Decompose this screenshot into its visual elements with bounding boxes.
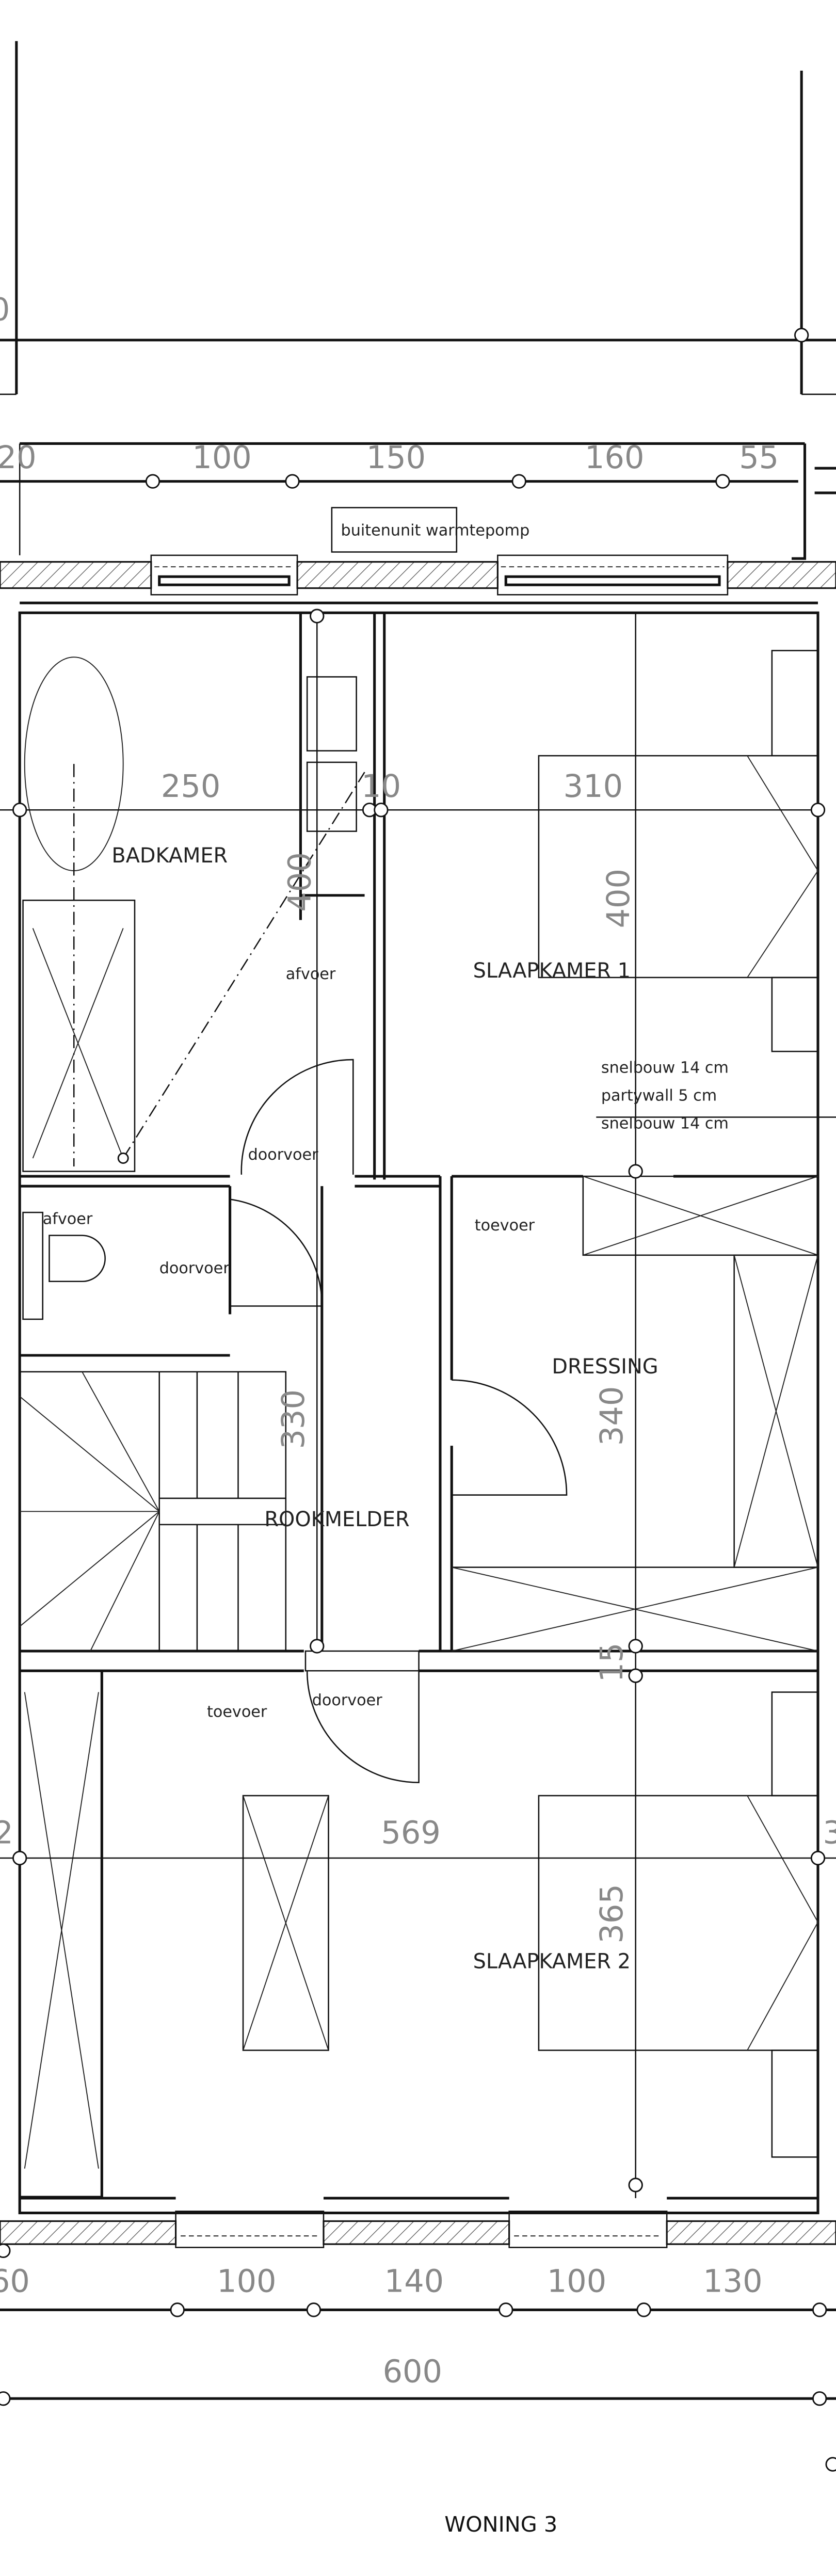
note-doorvoer-1: doorvoer <box>248 1146 319 1164</box>
note-doorvoer-2: doorvoer <box>159 1259 230 1277</box>
room-slaapkamer-2: SLAAPKAMER 2 <box>473 1949 631 1973</box>
dim-wall-10: 10 <box>361 769 401 805</box>
dim-bath-height: 400 <box>282 852 318 911</box>
dim-row2-right: 3 <box>823 1815 836 1851</box>
dim-bed2-width: 569 <box>381 1815 440 1851</box>
bed-slaapkamer-1 <box>538 650 819 1052</box>
dim-bottom-2: 100 <box>217 2263 276 2299</box>
interior-dimension-lines <box>0 609 836 2198</box>
note-wall-3: snelbouw 14 cm <box>601 1115 729 1133</box>
bathroom-fixtures <box>22 657 365 1320</box>
facade-wall-rear <box>0 554 836 596</box>
dim-top-1: 20 <box>0 440 37 476</box>
note-toevoer-2: toevoer <box>207 1703 267 1721</box>
dim-bottom-5: 130 <box>703 2263 762 2299</box>
dim-bed1-height: 400 <box>601 869 637 928</box>
dim-top-3: 150 <box>366 440 426 476</box>
note-afvoer-2: afvoer <box>43 1210 93 1228</box>
room-rookmelder: ROOKMELDER <box>264 1508 409 1531</box>
dim-top-4: 160 <box>585 440 644 476</box>
top-dimension-chain: 20 100 150 160 55 0 <box>0 292 836 560</box>
note-wall-2: partywall 5 cm <box>601 1087 717 1105</box>
dim-stair-height: 330 <box>276 1389 312 1449</box>
dim-bottom-4: 100 <box>547 2263 606 2299</box>
staircase <box>19 1371 287 1652</box>
dim-bath-width: 250 <box>161 769 220 805</box>
room-slaapkamer-1: SLAAPKAMER 1 <box>473 959 631 983</box>
dim-dressing-height: 340 <box>594 1386 630 1446</box>
heat-pump-unit <box>331 507 458 553</box>
upper-outline <box>0 41 836 395</box>
bottom-dimension-chain: 60 100 140 100 130 600 <box>0 2243 836 2472</box>
dim-wall-15: 15 <box>594 1642 630 1682</box>
room-badkamer: BADKAMER <box>111 844 228 868</box>
dim-top-5: 55 <box>739 440 779 476</box>
bed-slaapkamer-2 <box>19 1670 819 2197</box>
dim-total-width: 600 <box>383 2354 442 2390</box>
room-dressing: DRESSING <box>552 1355 658 1379</box>
doors <box>230 1059 568 1783</box>
drawing-title: WONING 3 <box>444 2512 557 2537</box>
note-wall-1: snelbouw 14 cm <box>601 1059 729 1077</box>
note-doorvoer-3: doorvoer <box>312 1691 383 1709</box>
heat-pump-label: buitenunit warmtepomp <box>341 522 530 540</box>
note-toevoer-1: toevoer <box>475 1217 535 1235</box>
note-afvoer-1: afvoer <box>286 965 336 983</box>
dim-top-2: 100 <box>192 440 251 476</box>
dim-left-top: 0 <box>0 292 10 328</box>
dim-row2-left: 2 <box>0 1815 13 1851</box>
dim-bed1-width: 310 <box>564 769 623 805</box>
dim-bed2-height: 365 <box>594 1884 630 1943</box>
wardrobes-dressing <box>451 1175 819 1652</box>
facade-wall-front <box>0 2211 836 2248</box>
dim-bottom-1: 60 <box>0 2263 30 2299</box>
dim-bottom-3: 140 <box>384 2263 444 2299</box>
